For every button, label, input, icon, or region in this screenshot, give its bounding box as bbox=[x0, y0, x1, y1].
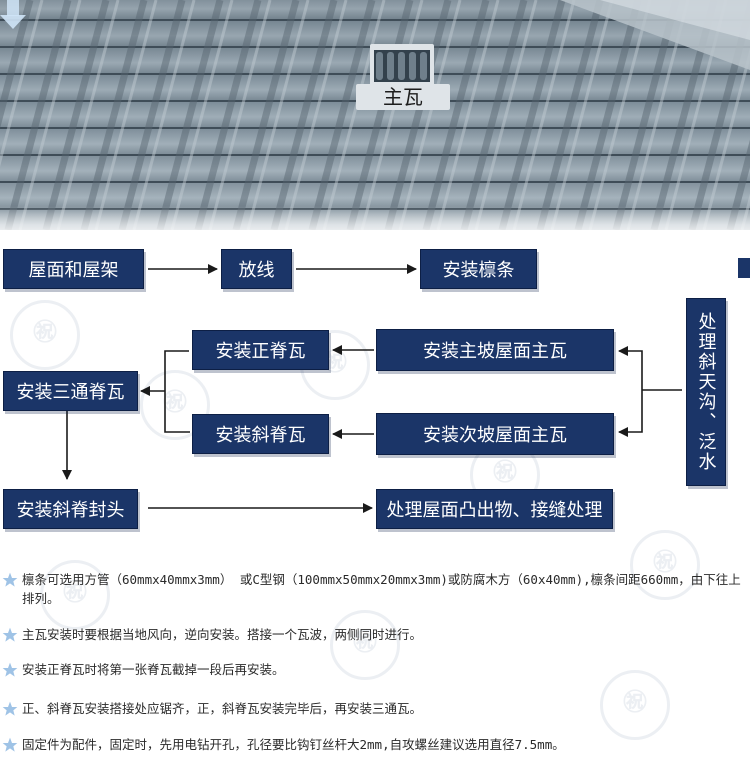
step-install-purlins: 安装檩条 bbox=[420, 249, 537, 289]
edge-panel bbox=[738, 258, 750, 278]
star-icon bbox=[2, 737, 18, 752]
arrow-to-main-slope bbox=[618, 346, 643, 390]
step-layout-lines: 放线 bbox=[221, 249, 292, 289]
tile-label: 主瓦 bbox=[356, 84, 450, 110]
step-install-hip-ridge: 安装斜脊瓦 bbox=[192, 414, 329, 454]
arrow-to-secondary-slope bbox=[618, 390, 643, 437]
arrow-ridge-to-three-way bbox=[164, 350, 190, 433]
roof-photo: 主瓦 bbox=[0, 0, 750, 230]
step-install-main-slope: 安装主坡屋面主瓦 bbox=[376, 329, 614, 371]
step-handle-valley-flashing: 处理斜天沟、泛水 bbox=[686, 298, 726, 486]
star-icon bbox=[2, 572, 18, 587]
star-icon bbox=[2, 701, 18, 716]
note-text: 正、斜脊瓦安装搭接处应锯齐，正，斜脊瓦安装完毕后，再安装三通瓦。 bbox=[22, 701, 423, 716]
step-install-hip-cap: 安装斜脊封头 bbox=[3, 489, 138, 529]
step-install-ridge: 安装正脊瓦 bbox=[192, 330, 329, 370]
step-install-three-way: 安装三通脊瓦 bbox=[3, 371, 138, 411]
note-text: 固定件为配件，固定时，先用电钻开孔，孔径要比钩钉丝杆大2mm,自攻螺丝建议选用直… bbox=[22, 737, 565, 752]
down-arrow-icon bbox=[0, 0, 26, 29]
step-handle-protrusions: 处理屋面凸出物、接缝处理 bbox=[376, 489, 613, 529]
step-install-secondary-slope: 安装次坡屋面主瓦 bbox=[376, 413, 614, 455]
star-icon bbox=[2, 627, 18, 642]
note-item: 檩条可选用方管（60mmx40mmx3mm） 或C型钢（100mmx50mmx2… bbox=[0, 570, 750, 610]
note-text: 安装正脊瓦时将第一张脊瓦截掉一段后再安装。 bbox=[22, 662, 285, 677]
flow-connectors bbox=[62, 264, 682, 513]
roof-tile-icon bbox=[370, 44, 434, 86]
star-icon bbox=[2, 662, 18, 677]
note-text: 主瓦安装时要根据当地风向，逆向安装。搭接一个瓦波，两侧同时进行。 bbox=[22, 627, 423, 642]
note-text: 檩条可选用方管（60mmx40mmx3mm） 或C型钢（100mmx50mmx2… bbox=[22, 572, 741, 606]
step-roof-and-frame: 屋面和屋架 bbox=[3, 249, 144, 289]
